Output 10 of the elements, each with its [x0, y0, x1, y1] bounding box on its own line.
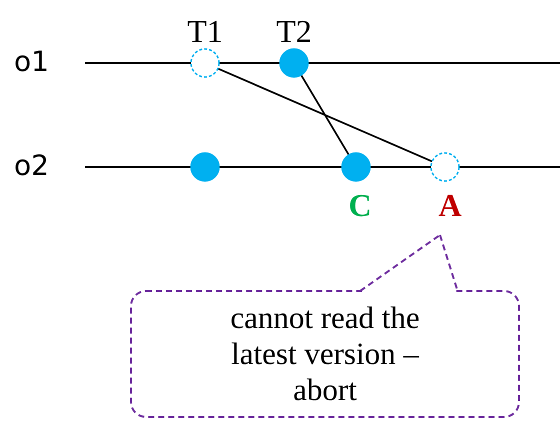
object-label: o2: [14, 149, 49, 183]
event-label: C: [347, 189, 373, 221]
connector-line: [300, 74, 350, 156]
event-label: A: [437, 189, 463, 221]
event-label: T1: [186, 15, 224, 47]
connector-line: [217, 68, 433, 162]
callout-box: [130, 290, 520, 418]
object-label: o1: [14, 45, 49, 79]
callout-text: cannot read the latest version – abort: [229, 300, 421, 408]
event-label: T2: [275, 15, 313, 47]
